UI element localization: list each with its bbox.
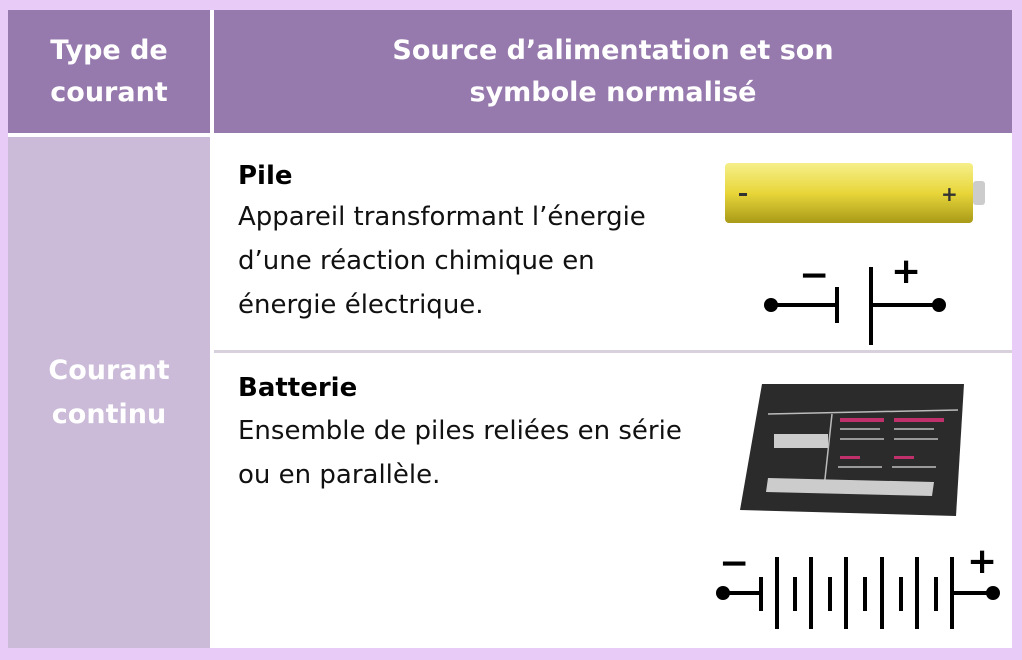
minus-sign: − <box>799 257 829 296</box>
row-pile: Pile Appareil transformant l’énergie d’u… <box>214 137 1012 353</box>
energy-source-table: Type de courant Source d’alimentation et… <box>8 10 1012 648</box>
row-description: Appareil transformant l’énergie d’une ré… <box>238 202 646 320</box>
header-current-type: Type de courant <box>34 10 184 133</box>
aa-battery-image: + <box>725 163 985 223</box>
row-description: Ensemble de piles reliées en série ou en… <box>238 416 682 490</box>
side-label-cell: Courant continu <box>8 137 210 648</box>
battery-symbol: − + <box>716 543 1000 629</box>
row-title: Batterie <box>238 373 358 403</box>
battery-pack-image <box>740 384 964 516</box>
cell-symbol: − + <box>764 257 946 345</box>
svg-text:+: + <box>941 182 958 206</box>
header-source-text: Source d’alimentation et son symbole nor… <box>392 34 834 108</box>
side-label: Courant continu <box>48 354 170 430</box>
row-title: Pile <box>238 161 293 191</box>
row-batterie: Batterie Ensemble de piles reliées en sé… <box>214 353 1012 648</box>
header-source: Source d’alimentation et son symbole nor… <box>214 10 1012 133</box>
plus-sign: + <box>891 257 921 292</box>
minus-sign: − <box>719 543 749 584</box>
plus-sign: + <box>967 543 997 582</box>
